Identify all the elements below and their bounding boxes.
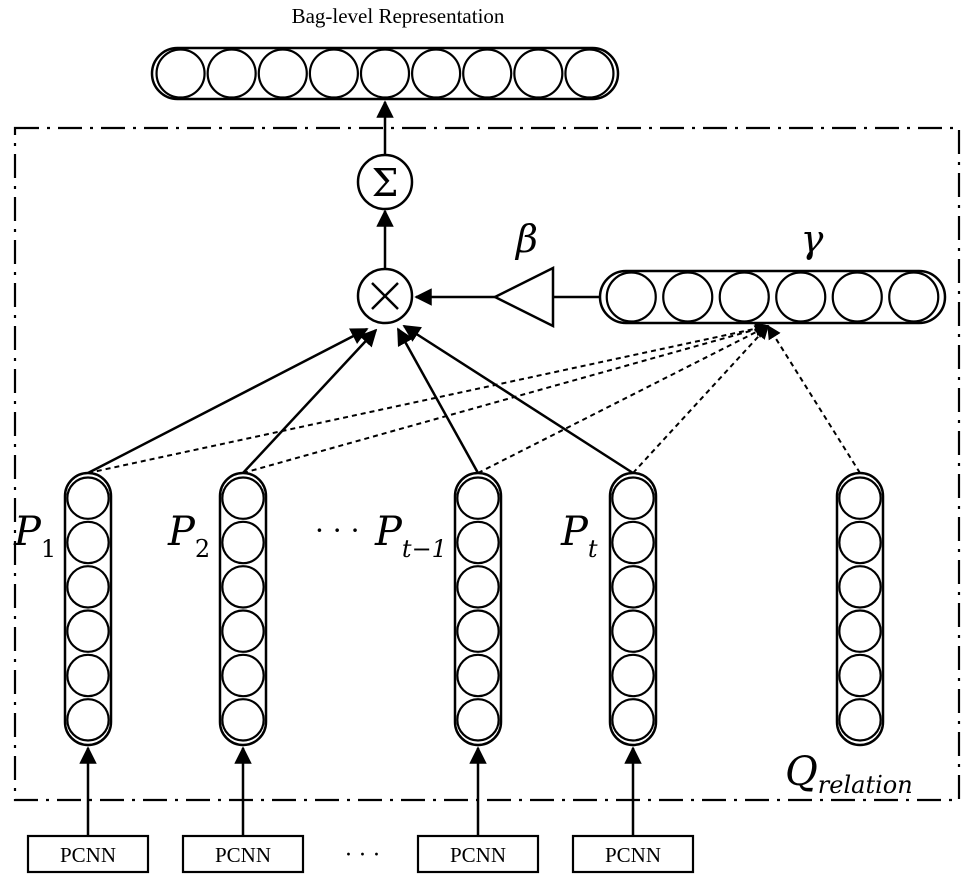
bag-vector-unit (155, 48, 206, 99)
pt-vector-unit (611, 520, 655, 565)
p1-vector-unit (66, 520, 110, 565)
pcnn-box (416, 834, 540, 874)
gamma-unit (662, 271, 714, 323)
pt-minus-1-vector-unit (456, 520, 500, 565)
p1-vector-unit (66, 653, 110, 698)
gamma-unit (888, 271, 940, 323)
q-relation-vector-unit (838, 476, 882, 520)
q-relation-vector-unit (838, 565, 882, 609)
gamma-label: γ (801, 217, 824, 261)
instance-to-product-arrow (242, 328, 378, 474)
bag-vector-unit (308, 48, 359, 99)
encoders: PCNN PCNN PCNN PCNN (26, 746, 695, 874)
pt-vector-unit (611, 476, 655, 520)
instance-to-product-arrows (87, 324, 634, 475)
pt-minus-1-vector-unit (456, 653, 500, 698)
attention-gate-triangle (492, 265, 555, 329)
instance-to-gamma-arrows (87, 321, 861, 474)
p1-vector-unit (66, 565, 110, 609)
bag-vector-unit (359, 48, 411, 99)
pt-minus-1-vector-unit (456, 565, 500, 609)
bag-vector-unit (411, 48, 462, 99)
q-relation-vector-unit (838, 520, 882, 565)
instance-to-product-arrow (402, 324, 634, 475)
q-relation-vector-unit (838, 609, 882, 653)
bag-vector-unit (462, 48, 513, 99)
pt-label: Pt (560, 509, 598, 563)
sum-operator: Σ (356, 153, 414, 211)
pcnn-box (571, 834, 695, 874)
q-relation-vector-unit (838, 653, 882, 698)
diagram-title: Bag-level Representation (292, 4, 505, 28)
instance-to-gamma-arrow (632, 324, 769, 474)
sum-symbol: Σ (372, 161, 399, 205)
instance-to-gamma-arrow (242, 322, 770, 474)
instance-vectors (63, 471, 885, 747)
p2-vector-unit (221, 520, 265, 565)
bag-level-vector (150, 46, 620, 101)
beta-label: β (514, 217, 538, 261)
middle-ellipsis: · · · (315, 514, 360, 547)
pcnn-box (26, 834, 150, 874)
p1-vector-unit (66, 609, 110, 653)
pt-minus-1-vector-unit (456, 476, 500, 520)
p2-vector-unit (221, 565, 265, 609)
bottom-ellipsis: · · · (345, 843, 380, 868)
p1-label: P1 (13, 509, 56, 563)
gamma-vector (598, 269, 947, 325)
q-relation-vector-unit (838, 698, 882, 742)
pt-vector-unit (611, 609, 655, 653)
pcnn-label: PCNN (605, 843, 661, 867)
instance-to-gamma-arrow (477, 325, 770, 474)
pt-vector-unit (611, 565, 655, 609)
p2-vector-unit (221, 698, 265, 742)
bag-vector-unit (257, 48, 308, 99)
q-relation-label: Qrelation (785, 749, 913, 799)
pt-minus-1-vector-unit (456, 609, 500, 653)
pt-minus-1-label: Pt−1 (374, 509, 447, 563)
bag-vector-unit (564, 48, 615, 99)
bag-vector-unit (513, 48, 564, 99)
p2-vector-unit (221, 476, 265, 520)
pt-minus-1-vector-unit (456, 698, 500, 742)
pt-vector-unit (611, 653, 655, 698)
pcnn-label: PCNN (450, 843, 506, 867)
pcnn-label: PCNN (215, 843, 271, 867)
gamma-unit (605, 271, 657, 323)
gamma-unit (718, 271, 770, 323)
instance-to-product-arrow (87, 327, 369, 475)
p2-label: P2 (167, 509, 210, 563)
instance-to-gamma-arrow (767, 324, 861, 474)
p2-vector-unit (221, 653, 265, 698)
pcnn-box (181, 834, 305, 874)
bag-vector-unit (206, 48, 257, 99)
gamma-unit (775, 271, 827, 323)
pcnn-label: PCNN (60, 843, 116, 867)
attention-frame (13, 126, 961, 802)
product-operator (356, 267, 414, 325)
p1-vector-unit (66, 476, 110, 520)
p1-vector-unit (66, 698, 110, 742)
instance-to-gamma-arrow (87, 321, 770, 474)
p2-vector-unit (221, 609, 265, 653)
gamma-unit (831, 271, 883, 323)
pt-vector-unit (611, 698, 655, 742)
instance-to-product-arrow (396, 327, 480, 474)
